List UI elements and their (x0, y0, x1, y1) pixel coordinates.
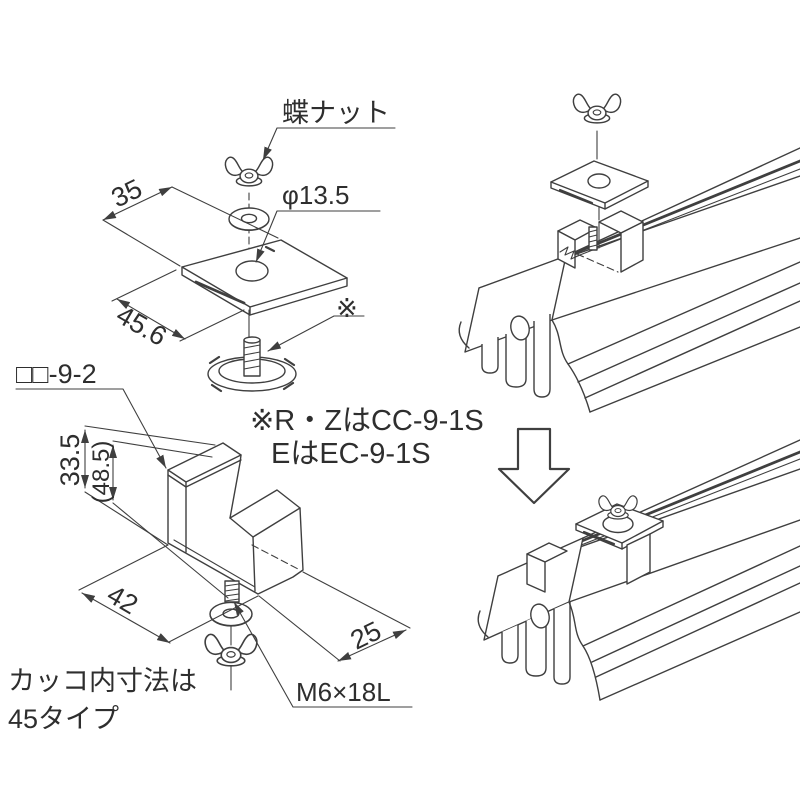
break-line (568, 601, 601, 701)
spring-clip (207, 336, 297, 393)
note-line-2: EはEC-9-1S (271, 438, 431, 470)
part-code-leader (15, 388, 167, 469)
dim-35 (102, 186, 279, 267)
clamp-bolt (224, 580, 240, 603)
dim-45-6-label: 45.6 (111, 300, 172, 352)
rail-foot (481, 337, 499, 374)
bracket-detail-view (78, 425, 413, 708)
reference-mark: ※ (336, 293, 358, 323)
clamp-on-rail (557, 210, 644, 273)
reference-leader (267, 315, 365, 352)
break-line (458, 321, 470, 349)
clamp-plate (181, 239, 348, 316)
washer-icon (228, 207, 270, 232)
wing-nut-label: 蝶ナット (282, 98, 390, 128)
dim-25-label: 25 (346, 615, 386, 655)
clamp-plate-small (550, 160, 649, 210)
dim-45-6 (111, 269, 245, 342)
assembled-clamp (526, 495, 664, 593)
break-line (551, 319, 591, 413)
caption-line-1: カッコ内寸法は (8, 666, 197, 696)
note-line-1: ※R・ZはCC-9-1S (250, 405, 484, 437)
exploded-part-view (15, 127, 396, 469)
rail-exploded-view (458, 93, 800, 413)
hole-diameter-label: φ13.5 (282, 180, 349, 210)
dim-48-5-label: (48.5) (88, 441, 115, 504)
break-line (477, 610, 489, 638)
bolt-spec-leader (233, 601, 413, 708)
down-arrow-icon (497, 427, 571, 505)
dim-33-5 (81, 425, 216, 546)
wing-nut-leader (262, 127, 396, 161)
rail-foot (553, 602, 571, 685)
c-bracket (167, 442, 304, 595)
dim-33-5-label: 33.5 (55, 434, 85, 487)
hole-dia-leader (255, 210, 381, 263)
plate-hole (235, 260, 269, 282)
wing-nut-icon (572, 93, 622, 124)
caption-line-2: 45タイプ (8, 704, 119, 734)
bolt-spec-label: M6×18L (296, 677, 391, 707)
part-code-label: □□-9-2 (16, 359, 97, 389)
rail-assembled-view (477, 439, 800, 701)
dim-35-label: 35 (107, 173, 147, 213)
rail-foot (533, 314, 551, 398)
dim-25 (258, 571, 411, 662)
dim-42-label: 42 (102, 579, 143, 620)
rail-end-hole (510, 315, 530, 341)
rail-foot (501, 625, 519, 664)
rail-end-hole (530, 603, 550, 629)
dim-48-5 (109, 440, 229, 599)
wing-nut-icon (224, 156, 274, 187)
